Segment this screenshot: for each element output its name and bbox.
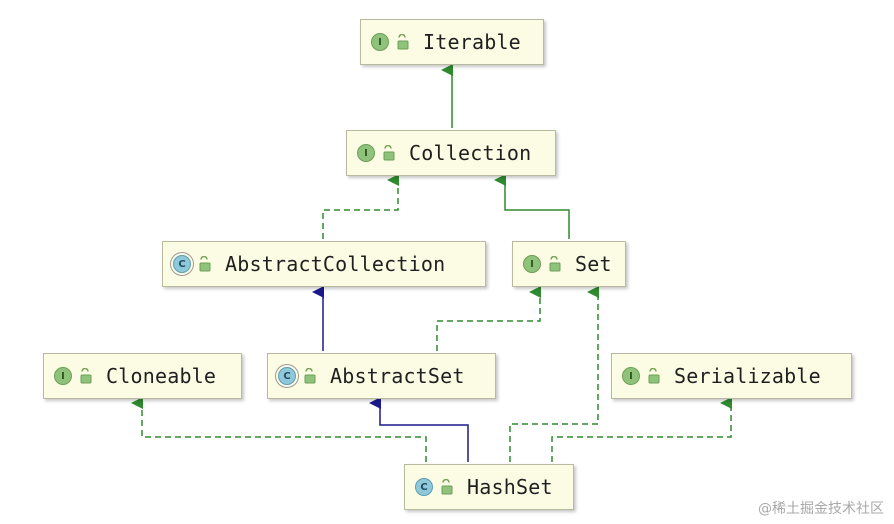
unlocked-lock-icon [397, 34, 409, 50]
unlocked-lock-icon [80, 368, 92, 384]
node-collection[interactable]: I Collection [346, 130, 556, 176]
node-set[interactable]: I Set [512, 241, 626, 287]
node-label: Set [575, 252, 612, 276]
interface-icon: I [523, 255, 541, 273]
unlocked-lock-icon [441, 479, 453, 495]
unlocked-lock-icon [549, 256, 561, 272]
node-label: HashSet [467, 475, 553, 499]
abstract-class-icon: C [278, 367, 296, 385]
node-label: AbstractSet [330, 364, 465, 388]
node-abstract-collection[interactable]: C AbstractCollection [162, 241, 486, 287]
edge-abstractset-set [436, 286, 541, 351]
unlocked-lock-icon [648, 368, 660, 384]
class-icon: C [415, 478, 433, 496]
node-serializable[interactable]: I Serializable [611, 353, 852, 399]
node-cloneable[interactable]: I Cloneable [43, 353, 242, 399]
node-label: Serializable [674, 364, 821, 388]
interface-icon: I [357, 144, 375, 162]
unlocked-lock-icon [304, 368, 316, 384]
edge-hashset-serializable [551, 397, 732, 462]
edge-hashset-set [509, 286, 599, 462]
node-label: AbstractCollection [225, 252, 446, 276]
unlocked-lock-icon [199, 256, 211, 272]
interface-icon: I [371, 33, 389, 51]
edge-set-collection [494, 174, 570, 239]
interface-icon: I [54, 367, 72, 385]
node-iterable[interactable]: I Iterable [360, 19, 544, 65]
watermark: @稀土掘金技术社区 [758, 501, 884, 517]
node-abstract-set[interactable]: C AbstractSet [267, 353, 496, 399]
node-label: Cloneable [106, 364, 217, 388]
edge-abstractcollection-collection [322, 174, 399, 239]
node-hashset[interactable]: C HashSet [404, 464, 574, 510]
unlocked-lock-icon [383, 145, 395, 161]
node-label: Iterable [423, 30, 521, 54]
interface-icon: I [622, 367, 640, 385]
node-label: Collection [409, 141, 532, 165]
edge-hashset-cloneable [131, 397, 427, 462]
edge-hashset-abstractset [369, 397, 469, 462]
abstract-class-icon: C [173, 255, 191, 273]
